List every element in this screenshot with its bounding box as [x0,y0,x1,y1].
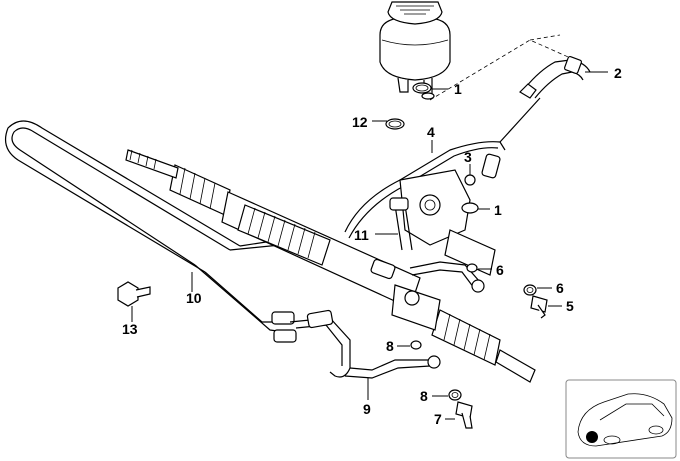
suction-hose-11 [394,204,413,251]
callout-3: 3 [464,149,472,165]
callout-4: 4 [427,124,435,140]
valve-connection-line [409,261,481,283]
steering-rack [125,149,536,383]
suction-hose-11-end [389,197,409,211]
callout-11: 11 [354,227,369,243]
guide-line-reservoir [429,34,576,101]
callout-2: 2 [614,65,622,81]
callout-1-lower: 1 [494,202,502,218]
banjo-fitting [471,279,485,293]
callout-8-upper: 8 [386,338,394,354]
seal-ring-8a [410,340,422,350]
callout-12: 12 [352,114,368,130]
seal-ring-6a [466,263,478,273]
seal-ring-6b [523,284,537,296]
callout-13: 13 [122,321,138,337]
hose-clamp-lower [461,202,479,214]
hose-clamp-upper [412,82,432,94]
return-line-lower [289,309,441,379]
callout-8-lower: 8 [420,388,428,404]
callout-1-upper: 1 [454,81,462,97]
callout-6-lower: 6 [556,280,564,296]
callout-6-upper: 6 [496,262,504,278]
hose-clamp-12 [385,118,405,130]
callout-9: 9 [363,401,371,417]
callout-7: 7 [434,411,442,427]
return-hose [519,55,591,99]
bolt-7 [455,401,473,429]
seal-ring-3 [464,174,476,186]
bolt-5 [530,295,548,319]
fluid-reservoir [379,1,451,100]
hose-clamp-upper-inner [415,84,429,92]
hose-clamp-12-inner [388,120,402,128]
pressure-hose [344,97,541,239]
callout-10: 10 [186,290,202,306]
valve-connection-line-2 [411,269,475,289]
seal-ring-6b-inner [526,287,534,293]
car-outline-icon [577,393,673,447]
hose-connector-mid [370,258,396,280]
seal-ring-8b-inner [451,392,459,398]
bolt-13 [117,281,151,307]
seal-ring-8b [448,389,462,401]
vehicle-locator-inset [565,379,677,459]
callout-5: 5 [566,298,574,314]
location-marker-icon [586,431,598,443]
